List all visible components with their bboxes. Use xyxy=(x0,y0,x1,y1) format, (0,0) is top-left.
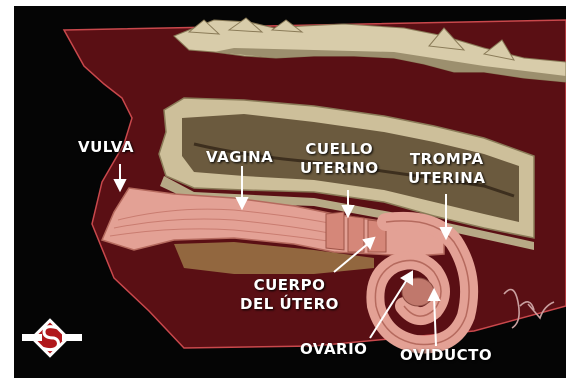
label-uterus-body: CUERPO DEL ÚTERO xyxy=(240,276,339,314)
anatomy-illustration xyxy=(14,6,566,378)
label-ovary: OVARIO xyxy=(300,340,367,359)
label-cervix-line1: CUELLO xyxy=(300,140,379,159)
label-vagina: VAGINA xyxy=(206,148,273,167)
label-uterus-body-line2: DEL ÚTERO xyxy=(240,295,339,314)
ovary-shape xyxy=(402,278,434,306)
label-uterine-horn: TROMPA UTERINA xyxy=(408,150,485,188)
label-uterine-horn-line1: TROMPA xyxy=(408,150,485,169)
label-uterine-horn-line2: UTERINA xyxy=(408,169,485,188)
label-cervix-line2: UTERINO xyxy=(300,159,379,178)
label-uterus-body-line1: CUERPO xyxy=(240,276,339,295)
label-oviduct: OVIDUCTO xyxy=(400,346,492,365)
label-cervix: CUELLO UTERINO xyxy=(300,140,379,178)
label-vulva: VULVA xyxy=(78,138,134,157)
